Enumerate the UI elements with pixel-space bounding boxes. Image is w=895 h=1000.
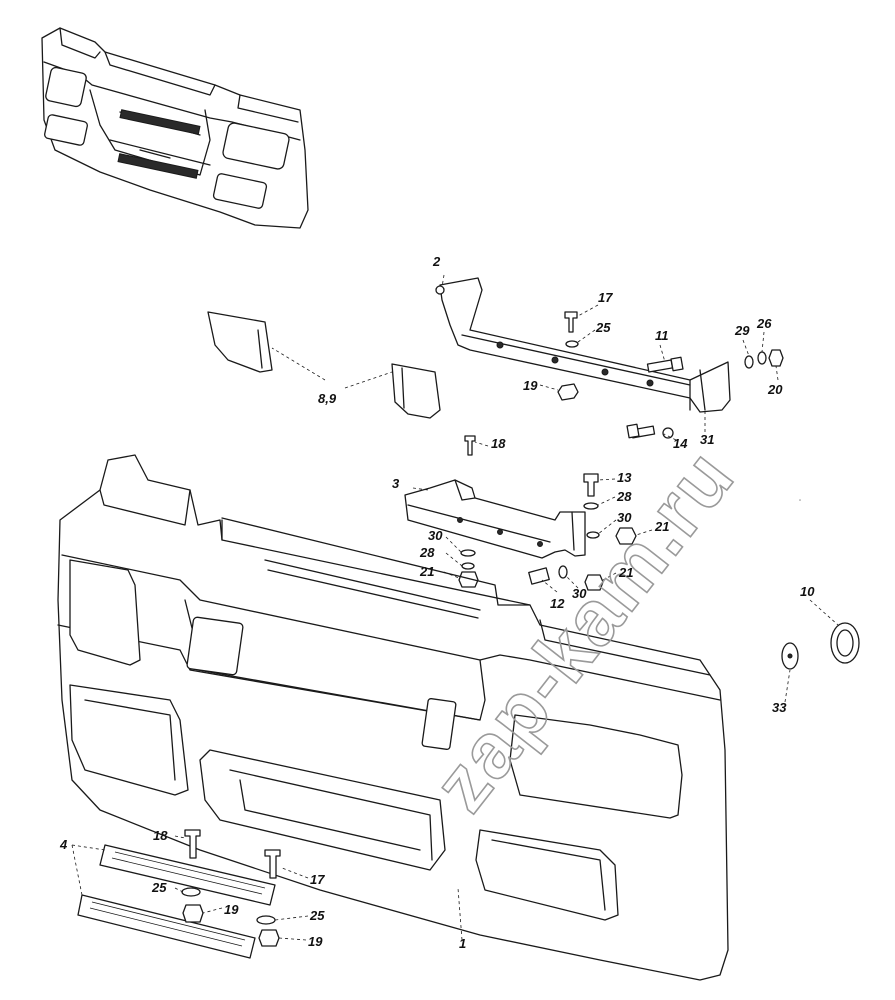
callout-17: 17 [598,290,613,305]
parts-10-33 [781,622,860,670]
callout-30: 30 [617,510,632,525]
callout-33: 33 [772,700,787,715]
callout-17: 17 [310,872,325,887]
callout-labels: 2 17 25 11 29 26 20 19 14 31 8,9 18 13 3… [59,254,815,951]
callout-29: 29 [734,323,750,338]
fasteners-grilles [181,829,281,947]
callout-8-9: 8,9 [318,391,337,406]
callout-25: 25 [595,320,611,335]
callout-21: 21 [654,519,669,534]
fasteners-bracket-3 [458,435,637,591]
callout-14: 14 [673,436,688,451]
callout-10: 10 [800,584,815,599]
bracket-2 [435,277,731,413]
callout-3: 3 [392,476,400,491]
callout-31: 31 [700,432,714,447]
callout-4: 4 [59,837,68,852]
callout-26: 26 [756,316,772,331]
callout-19: 19 [308,934,323,949]
callout-11: 11 [655,328,669,343]
callout-28: 28 [419,545,435,560]
callout-12: 12 [550,596,565,611]
callout-20: 20 [767,382,783,397]
callout-1: 1 [459,936,466,951]
leader-lines [71,274,839,941]
fasteners-bracket-2 [557,311,784,439]
callout-19: 19 [523,378,538,393]
callout-21: 21 [618,565,633,580]
callout-28: 28 [616,489,632,504]
callout-25: 25 [151,880,167,895]
callout-19: 19 [224,902,239,917]
callout-21: 21 [419,564,434,579]
callout-30: 30 [572,586,587,601]
callout-30: 30 [428,528,443,543]
callout-18: 18 [491,436,506,451]
overview-bumper [41,27,309,229]
grilles-4 [77,844,276,959]
covers-8-9 [207,311,441,419]
callout-18: 18 [153,828,168,843]
main-bumper [57,454,801,981]
callout-25: 25 [309,908,325,923]
bracket-3 [404,479,586,559]
callout-13: 13 [617,470,632,485]
callout-2: 2 [432,254,441,269]
